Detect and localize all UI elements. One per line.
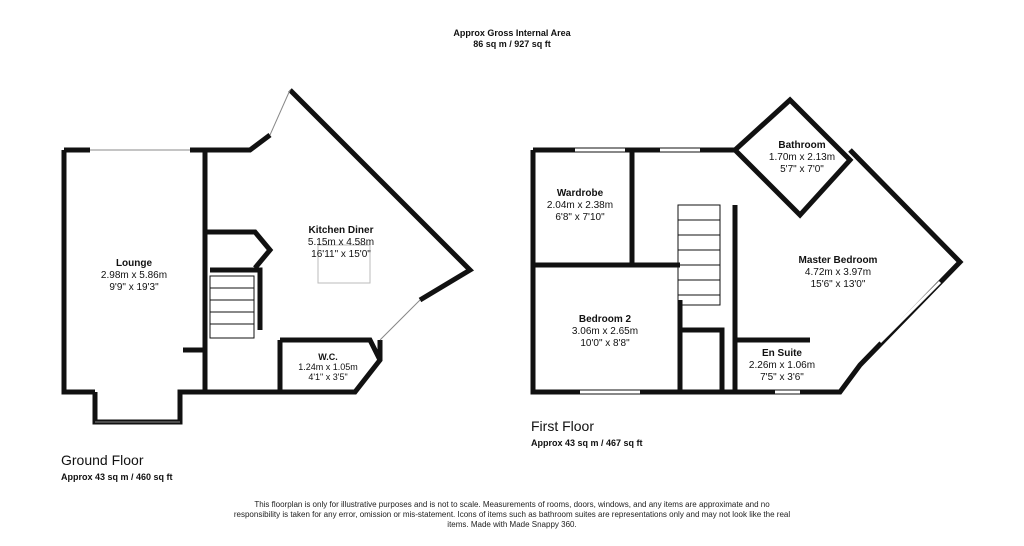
- room-imperial: 4'1" x 3'5": [308, 372, 348, 382]
- ground-floor-walls: [61, 88, 475, 425]
- first-floor-walls: [530, 96, 964, 395]
- first-floor-label: First Floor: [531, 418, 594, 434]
- ground-floor-stairs: [209, 275, 255, 339]
- room-imperial: 7'5" x 3'6": [760, 372, 804, 383]
- room-kitchen-diner: Kitchen Diner 5.15m x 4.58m 16'11" x 15'…: [308, 225, 374, 261]
- gross-area-header: Approx Gross Internal Area 86 sq m / 927…: [453, 28, 570, 50]
- room-name: Bathroom: [778, 140, 826, 151]
- room-metric: 1.24m x 1.05m: [298, 362, 358, 372]
- room-name: Master Bedroom: [798, 255, 878, 266]
- room-metric: 2.98m x 5.86m: [100, 270, 168, 281]
- first-floor-windows: [575, 148, 942, 394]
- room-imperial: 9'9" x 19'3": [109, 282, 159, 293]
- room-metric: 3.06m x 2.65m: [571, 326, 639, 337]
- room-bathroom: Bathroom 1.70m x 2.13m 5'7" x 7'0": [769, 140, 835, 176]
- room-name: En Suite: [761, 348, 802, 359]
- room-lounge: Lounge 2.98m x 5.86m 9'9" x 19'3": [101, 258, 167, 294]
- room-imperial: 16'11" x 15'0": [311, 249, 371, 260]
- room-metric: 4.72m x 3.97m: [804, 267, 872, 278]
- kitchen-island: [317, 244, 371, 284]
- room-imperial: 6'8" x 7'10": [555, 212, 605, 223]
- room-imperial: 15'6" x 13'0": [810, 279, 866, 290]
- gross-area-title: Approx Gross Internal Area: [453, 28, 571, 38]
- room-name: Kitchen Diner: [308, 225, 374, 236]
- room-master-bedroom: Master Bedroom 4.72m x 3.97m 15'6" x 13'…: [799, 255, 878, 291]
- ground-floor-windows: [90, 89, 421, 423]
- room-name: Lounge: [115, 258, 153, 269]
- room-name: Bedroom 2: [578, 314, 632, 325]
- room-en-suite: En Suite 2.26m x 1.06m 7'5" x 3'6": [749, 348, 815, 384]
- room-imperial: 5'7" x 7'0": [780, 164, 824, 175]
- room-wc: W.C. 1.24m x 1.05m 4'1" x 3'5": [298, 352, 358, 382]
- room-bedroom-2: Bedroom 2 3.06m x 2.65m 10'0" x 8'8": [572, 314, 638, 350]
- disclaimer: This floorplan is only for illustrative …: [233, 500, 791, 529]
- room-metric: 2.04m x 2.38m: [546, 200, 614, 211]
- room-metric: 5.15m x 4.58m: [307, 237, 375, 248]
- ground-floor-label: Ground Floor: [61, 452, 144, 468]
- room-wardrobe: Wardrobe 2.04m x 2.38m 6'8" x 7'10": [547, 188, 613, 224]
- room-metric: 2.26m x 1.06m: [748, 360, 816, 371]
- first-floor-area: Approx 43 sq m / 467 sq ft: [531, 438, 643, 448]
- room-name: Wardrobe: [556, 188, 604, 199]
- ground-floor-area: Approx 43 sq m / 460 sq ft: [61, 472, 173, 482]
- first-floor-stairs: [677, 204, 721, 306]
- room-name: W.C.: [318, 352, 338, 362]
- gross-area-value: 86 sq m / 927 sq ft: [473, 39, 551, 49]
- room-imperial: 10'0" x 8'8": [580, 338, 630, 349]
- room-metric: 1.70m x 2.13m: [768, 152, 836, 163]
